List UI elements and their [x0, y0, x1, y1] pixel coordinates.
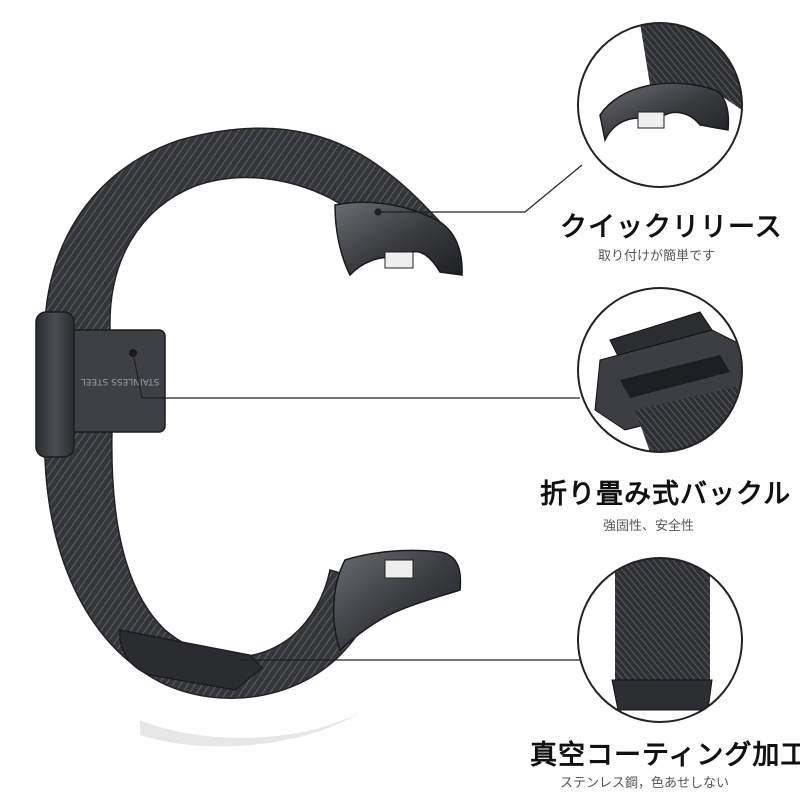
watch-band: STAINLESS STEEL — [35, 127, 463, 747]
leader-line-1 — [378, 164, 583, 213]
detail-circle-quick-release — [577, 22, 743, 188]
band-reflection — [140, 712, 360, 747]
detail-circle-folding-buckle — [577, 287, 743, 453]
lower-connector-slot — [384, 559, 414, 579]
buckle-clasp — [35, 311, 75, 458]
feature-subtitle-vacuum-coating: ステンレス鋼，色あせしない — [560, 776, 730, 791]
leader-line-2 — [132, 352, 143, 399]
feature-subtitle-quick-release: 取り付けが簡単です — [598, 249, 716, 264]
detail-circle-mesh-coating — [577, 557, 743, 723]
band-end-tab — [119, 629, 263, 691]
buckle-engraving: STAINLESS STEEL — [81, 376, 160, 386]
feature-title-vacuum-coating: 真空コーティング加工 — [530, 740, 800, 771]
feature-subtitle-folding-buckle: 強固性、安全性 — [603, 519, 695, 534]
lower-connector — [332, 549, 462, 652]
leader-lines — [132, 164, 583, 661]
feature-title-quick-release: クイックリリース — [560, 212, 783, 243]
upper-connector-slot — [384, 251, 414, 269]
feature-title-folding-buckle: 折り畳み式バックル — [540, 479, 792, 510]
